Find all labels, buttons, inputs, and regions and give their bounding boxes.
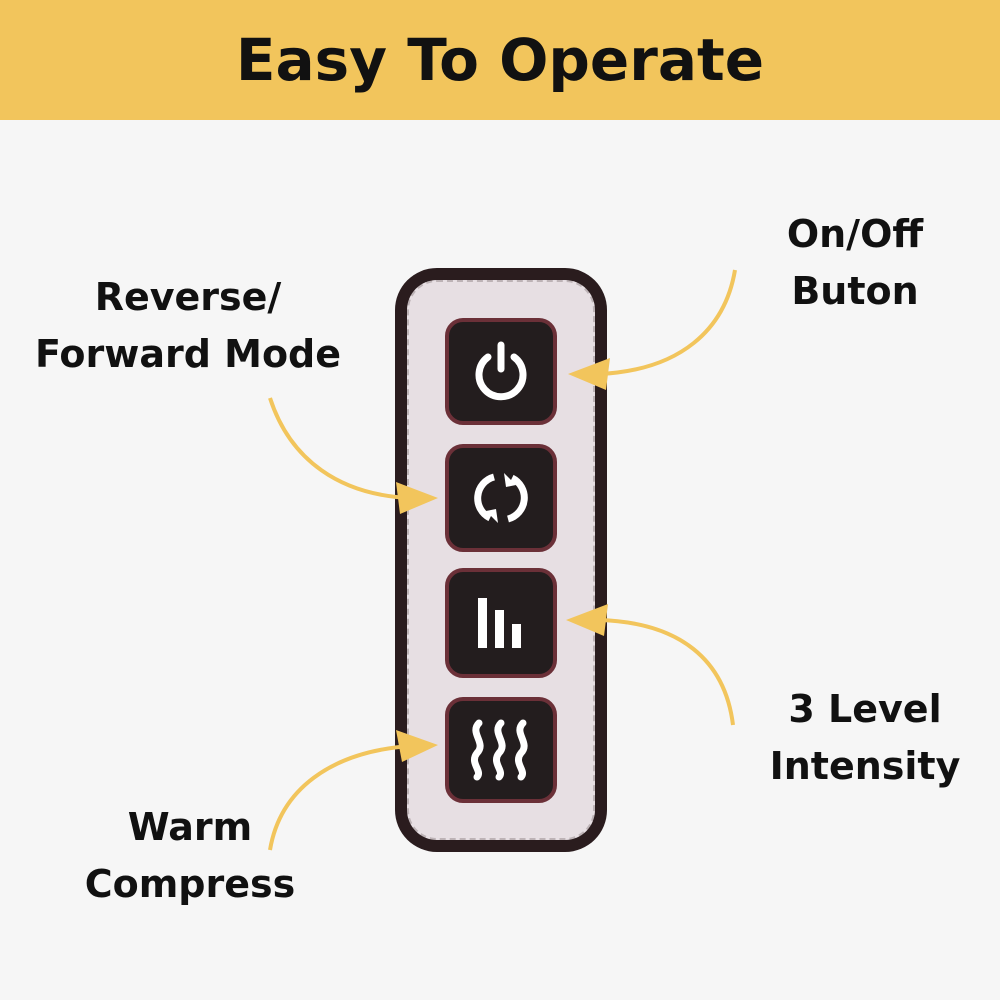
arrowhead-icon <box>568 358 610 390</box>
page-title: Easy To Operate <box>235 26 765 94</box>
label-line: Warm <box>127 805 253 849</box>
intensity-bars-icon <box>478 598 521 648</box>
header-banner: Easy To Operate <box>0 0 1000 120</box>
label-reverse: Reverse/ Forward Mode <box>18 269 358 383</box>
arrowhead-icon <box>396 482 438 514</box>
label-line: Intensity <box>769 744 961 788</box>
power-button[interactable] <box>445 318 557 425</box>
label-line: Reverse/ <box>94 275 282 319</box>
intensity-button[interactable] <box>445 568 557 678</box>
label-line: Buton <box>791 269 919 313</box>
arrow-reverse <box>268 397 411 500</box>
arrow-heat <box>268 744 411 851</box>
label-line: 3 Level <box>788 687 942 731</box>
heat-button[interactable] <box>445 697 557 803</box>
reverse-icon <box>474 473 528 523</box>
label-heat: Warm Compress <box>70 799 310 913</box>
label-line: Compress <box>84 862 296 906</box>
arrowhead-icon <box>566 604 608 636</box>
reverse-forward-button[interactable] <box>445 444 557 552</box>
label-line: On/Off <box>786 212 924 256</box>
arrowhead-icon <box>396 730 438 762</box>
label-power: On/Off Buton <box>755 206 955 320</box>
label-intensity: 3 Level Intensity <box>755 681 975 795</box>
power-icon <box>475 341 527 400</box>
control-panel <box>395 268 607 852</box>
label-line: Forward Mode <box>34 332 342 376</box>
arrow-power <box>599 269 737 376</box>
arrow-intensity <box>597 618 735 726</box>
heat-waves-icon <box>471 719 528 781</box>
